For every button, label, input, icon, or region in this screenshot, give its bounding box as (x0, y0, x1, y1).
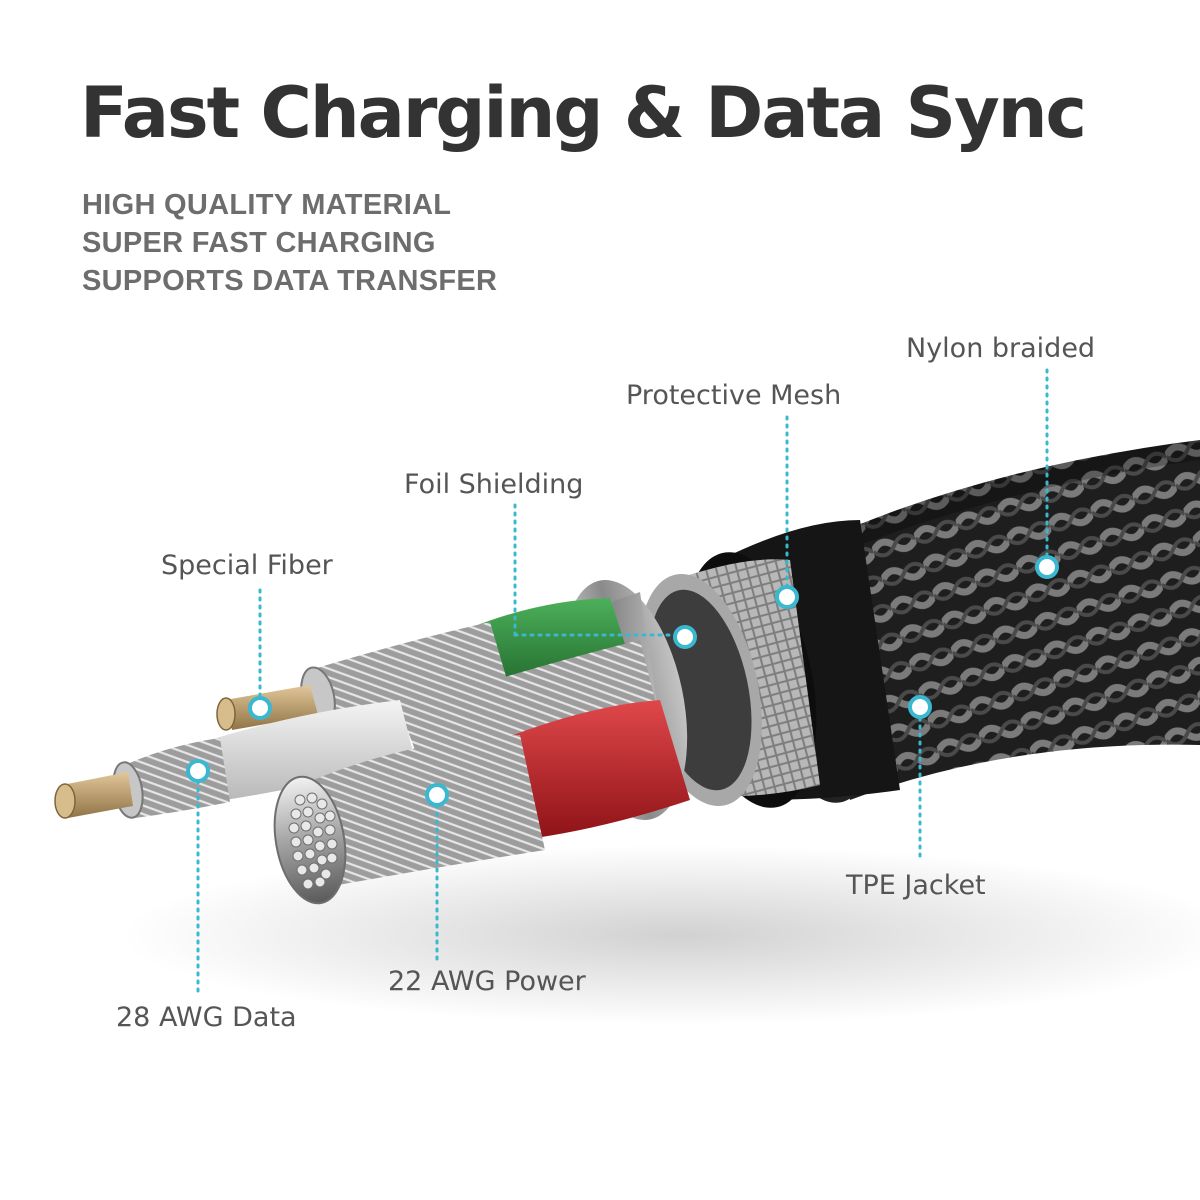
power-dot (425, 783, 449, 807)
callout-dots (186, 555, 1059, 807)
data-dot (186, 759, 210, 783)
nylon-braided-dot (1035, 555, 1059, 579)
foil-shielding-dot (673, 625, 697, 649)
feature-item: SUPPORTS DATA TRANSFER (82, 265, 498, 297)
feature-item: SUPER FAST CHARGING (82, 227, 436, 259)
drain-wire (400, 640, 655, 750)
data-wire-gold-tip (54, 772, 133, 819)
callout-nylon-braided: Nylon braided (906, 333, 1096, 364)
callout-special-fiber: Special Fiber (161, 550, 333, 581)
callout-foil-shielding: Foil Shielding (404, 469, 584, 500)
tpe-jacket-dot (908, 695, 932, 719)
callout-markers (196, 368, 1049, 997)
power-stranded-conductor (273, 735, 545, 905)
callout-power-wire: 22 AWG Power (388, 966, 586, 997)
callout-protective-mesh: Protective Mesh (626, 380, 842, 411)
page-title: Fast Charging & Data Sync (80, 72, 1087, 154)
white-insulated-wire (210, 700, 415, 800)
feature-list: HIGH QUALITY MATERIAL SUPER FAST CHARGIN… (82, 186, 497, 300)
feature-item: HIGH QUALITY MATERIAL (82, 189, 452, 221)
special-fiber-dot (248, 696, 272, 720)
protective-mesh-dot (775, 585, 799, 609)
red-insulated-wire (500, 700, 690, 840)
callout-data-wire: 28 AWG Data (116, 1002, 297, 1033)
floor-shadow (120, 845, 1200, 1025)
callout-tpe-jacket: TPE Jacket (846, 870, 986, 901)
